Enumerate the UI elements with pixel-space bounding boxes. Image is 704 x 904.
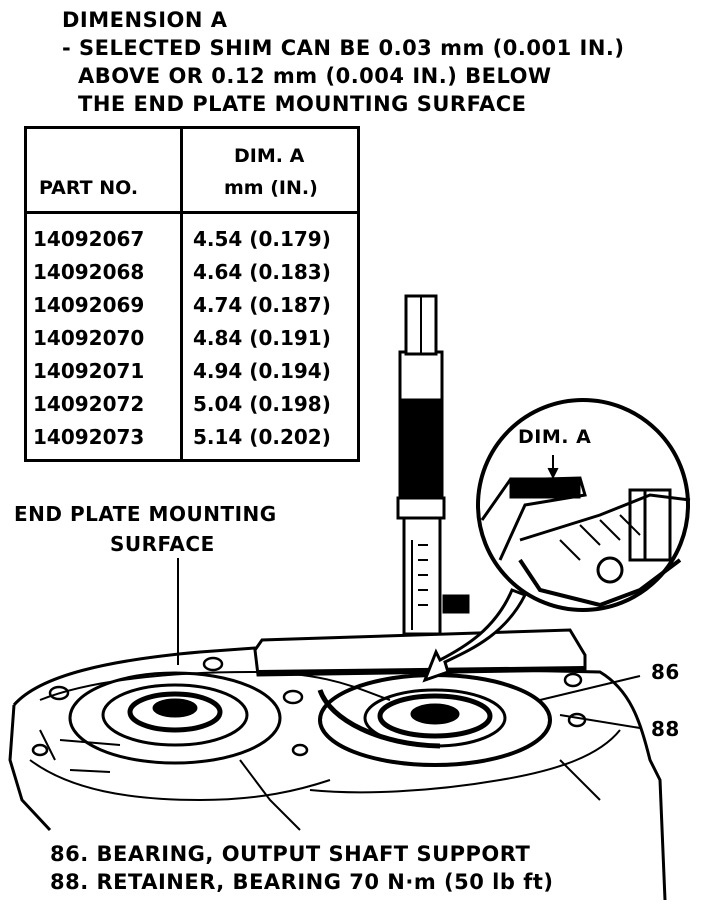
part-number: 14092071: [33, 359, 145, 383]
dim-value: 4.54 (0.179): [193, 227, 331, 251]
table-row: 14092070 4.84 (0.191): [27, 326, 357, 360]
part-number: 14092072: [33, 392, 145, 416]
table-row: 14092069 4.74 (0.187): [27, 293, 357, 327]
header-notes: DIMENSION A - SELECTED SHIM CAN BE 0.03 …: [62, 6, 624, 118]
dim-value: 5.14 (0.202): [193, 425, 331, 449]
table-header-divider: [27, 211, 357, 214]
part-number: 14092073: [33, 425, 145, 449]
dim-a-header: DIM. A: [234, 145, 305, 167]
table-row: 14092067 4.54 (0.179): [27, 227, 357, 261]
detail-view: [476, 398, 691, 612]
depth-gauge: [253, 294, 587, 677]
shim-note-line-1: - SELECTED SHIM CAN BE 0.03 mm (0.001 IN…: [62, 36, 625, 60]
dim-value: 5.04 (0.198): [193, 392, 331, 416]
part-number: 14092069: [33, 293, 145, 317]
surface-label-line-2: SURFACE: [110, 532, 215, 556]
dim-value: 4.74 (0.187): [193, 293, 331, 317]
table-row: 14092071 4.94 (0.194): [27, 359, 357, 393]
part-number: 14092068: [33, 260, 145, 284]
detail-arrow: [422, 588, 528, 683]
table-row: 14092068 4.64 (0.183): [27, 260, 357, 294]
output-shaft-bearing: [317, 673, 552, 767]
shim-note-line-3: THE END PLATE MOUNTING SURFACE: [78, 92, 527, 116]
table-row: 14092072 5.04 (0.198): [27, 392, 357, 426]
left-bearing: [68, 671, 282, 765]
dim-units-header: mm (IN.): [224, 177, 318, 199]
part-number: 14092067: [33, 227, 145, 251]
dim-value: 4.84 (0.191): [193, 326, 331, 350]
parts-caption: 86. BEARING, OUTPUT SHAFT SUPPORT 88. RE…: [50, 840, 554, 896]
shim-note-line-2: ABOVE OR 0.12 mm (0.004 IN.) BELOW: [78, 64, 552, 88]
callout-88: 88: [651, 717, 680, 741]
detail-dim-label: DIM. A: [518, 426, 592, 448]
caption-line-86: 86. BEARING, OUTPUT SHAFT SUPPORT: [50, 842, 531, 866]
leader-lines: [177, 558, 641, 729]
dim-value: 4.94 (0.194): [193, 359, 331, 383]
table-column-divider: [180, 129, 183, 459]
dimension-title: DIMENSION A: [62, 8, 228, 32]
surface-label-line-1: END PLATE MOUNTING: [14, 502, 277, 526]
table-row: 14092073 5.14 (0.202): [27, 425, 357, 459]
dim-value: 4.64 (0.183): [193, 260, 331, 284]
shim-table: PART NO. DIM. A mm (IN.) 14092067 4.54 (…: [24, 126, 360, 462]
part-number: 14092070: [33, 326, 145, 350]
part-no-header: PART NO.: [39, 177, 139, 199]
caption-line-88: 88. RETAINER, BEARING 70 N·m (50 lb ft): [50, 870, 554, 894]
callout-86: 86: [651, 660, 680, 684]
